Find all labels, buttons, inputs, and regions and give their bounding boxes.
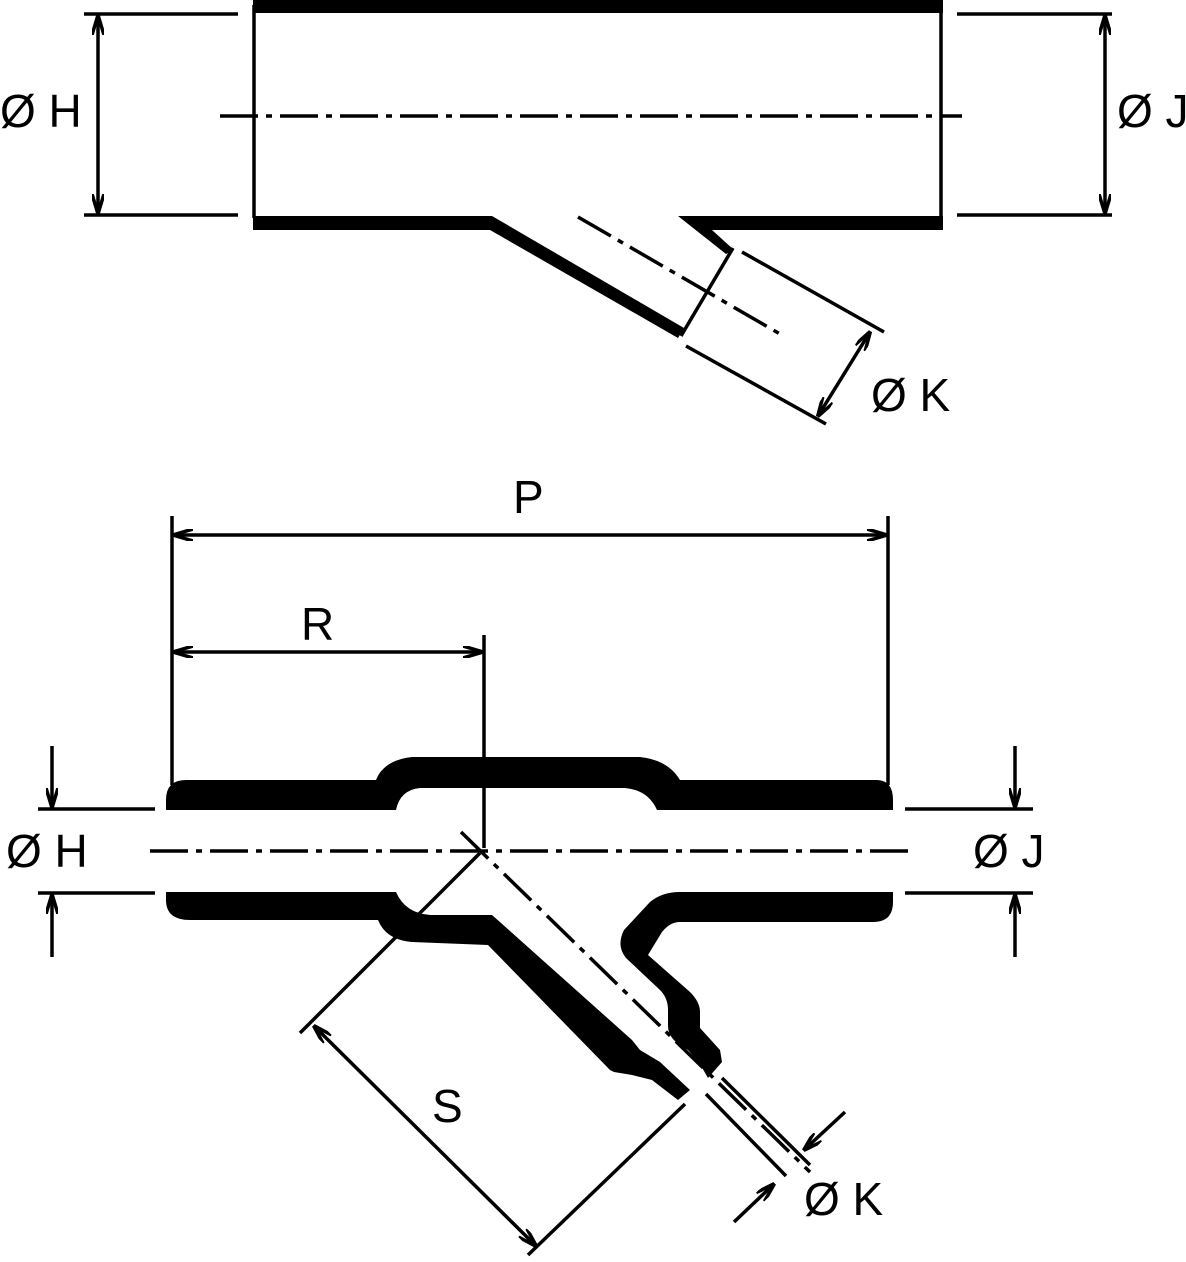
bottom-s-extension-upper (298, 851, 482, 1035)
bottom-main-pipe-top-wall (166, 757, 893, 810)
bottom-branch-centerline (459, 830, 812, 1174)
top-k-extension-lower (685, 344, 827, 426)
top-main-pipe-bottom-wall-right (678, 216, 943, 254)
bottom-main-pipe-bottom-wall-right (620, 892, 893, 1078)
bottom-h-label: Ø H (6, 825, 88, 877)
top-branch-centerline (577, 215, 781, 336)
bottom-k-label: Ø K (804, 1173, 884, 1225)
top-k-extension-upper (741, 250, 885, 334)
bottom-k-arrow-upper (804, 1110, 847, 1150)
bottom-s-extension-lower (526, 1102, 687, 1257)
top-main-pipe-bottom-wall-left (253, 216, 684, 338)
top-k-label: Ø K (871, 369, 951, 421)
bottom-p-label: P (513, 471, 544, 523)
top-h-label: Ø H (0, 85, 82, 137)
top-main-pipe-top-wall (253, 0, 943, 13)
bottom-j-label: Ø J (973, 825, 1045, 877)
bottom-k-extension-lower (704, 1092, 788, 1178)
bottom-k-extension-upper (720, 1076, 812, 1167)
bottom-s-dimension-line (314, 1026, 536, 1246)
bottom-view: P R Ø H Ø J S Ø K (6, 471, 1045, 1257)
top-k-dimension-line (818, 332, 870, 416)
bottom-main-pipe-bottom-wall-left (166, 892, 690, 1100)
bottom-k-arrow-lower (732, 1184, 774, 1224)
bottom-r-label: R (301, 598, 334, 650)
bottom-s-label: S (432, 1080, 463, 1132)
top-j-label: Ø J (1117, 85, 1186, 137)
top-view: Ø H Ø J Ø K (0, 0, 1186, 426)
